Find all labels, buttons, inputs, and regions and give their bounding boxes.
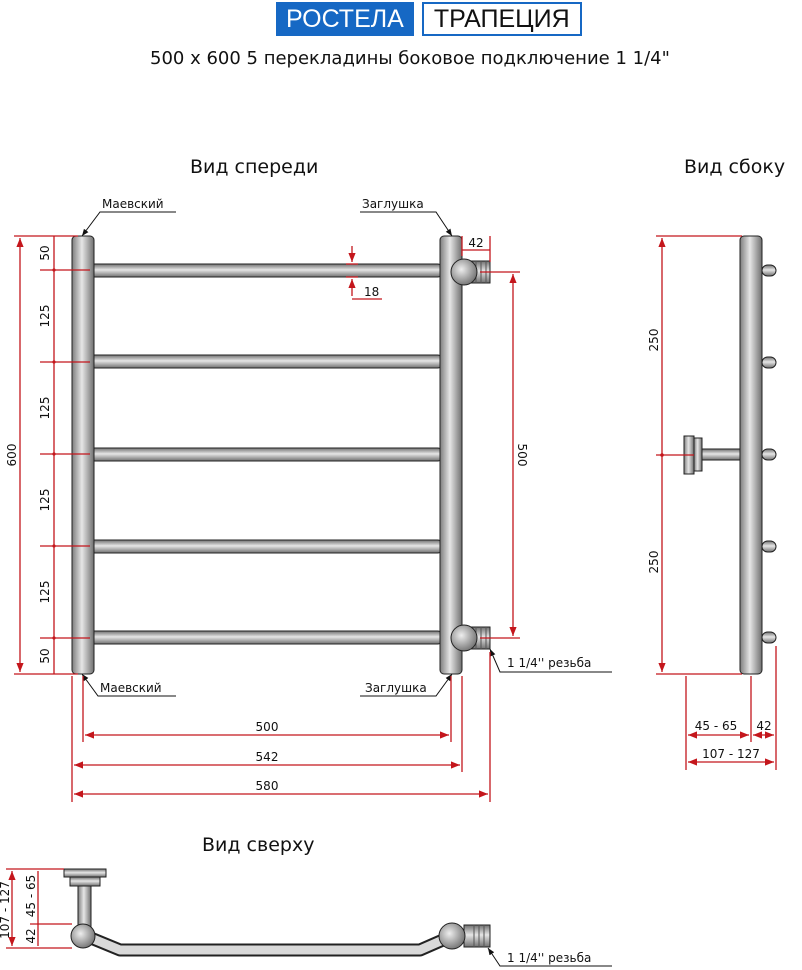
dim-outer-width: 542: [256, 750, 279, 764]
maevsky-bottom-label: Маевский: [100, 681, 162, 695]
dim-spacing-1: 125: [38, 305, 52, 328]
dim-spacing-4: 125: [38, 581, 52, 604]
dim-spacing-3: 125: [38, 489, 52, 512]
side-wall-bracket: [701, 448, 741, 461]
rung-1: [87, 263, 445, 278]
top-view-title: Вид сверху: [202, 834, 315, 856]
dim-top-outlet: 42: [24, 928, 38, 943]
top-left-cap: [70, 923, 96, 949]
dim-side-total: 107 - 127: [702, 747, 760, 761]
dim-outlet-length: 42: [468, 236, 483, 250]
dim-bottom-gap: 50: [38, 648, 52, 663]
maevsky-top-label: Маевский: [102, 197, 164, 211]
plug-bottom-label: Заглушка: [365, 681, 427, 695]
front-view-title: Вид спереди: [190, 156, 319, 178]
thread-top-label: 1 1/4'' резьба: [507, 951, 591, 965]
dim-side-upper: 250: [647, 329, 661, 352]
dim-side-lower: 250: [647, 551, 661, 574]
dim-center-vertical: 500: [515, 444, 529, 467]
dim-total-width: 580: [256, 779, 279, 793]
top-view: 1 1/4'' резьба 107 - 127 45 - 65 42: [0, 868, 612, 967]
brand-header: РОСТЕЛА ТРАПЕЦИЯ: [276, 2, 582, 36]
right-vertical-pipe: [439, 235, 463, 675]
dim-side-outlet: 42: [756, 719, 771, 733]
side-view-title: Вид сбоку: [684, 156, 786, 178]
plug-top-label: Заглушка: [362, 197, 424, 211]
side-vertical-pipe: [739, 235, 763, 675]
rung-2: [87, 354, 445, 369]
dim-top-gap: 50: [38, 245, 52, 260]
rung-4: [87, 539, 445, 554]
dim-top-total: 107 - 127: [0, 881, 12, 939]
front-view: Маевский Заглушка Маевский Заглушка 1 1/…: [5, 197, 612, 802]
product-subtitle: 500 x 600 5 перекладины боковое подключе…: [150, 48, 670, 69]
rung-5: [87, 630, 445, 645]
dim-side-wall: 45 - 65: [695, 719, 738, 733]
dim-center-horizontal: 500: [256, 720, 279, 734]
dim-tube-diameter: 18: [364, 285, 379, 299]
rung-3: [87, 447, 445, 462]
brand-name: РОСТЕЛА: [276, 2, 414, 36]
model-name: ТРАПЕЦИЯ: [421, 2, 582, 36]
top-outlet: [450, 258, 491, 286]
dim-top-wall: 45 - 65: [24, 875, 38, 918]
dim-spacing-2: 125: [38, 397, 52, 420]
left-vertical-pipe: [71, 235, 95, 675]
side-view: 250 250 45 - 65 42 107 - 127: [647, 235, 777, 770]
dim-total-height: 600: [5, 444, 19, 467]
top-right-cap: [438, 922, 466, 950]
thread-front-label: 1 1/4'' резьба: [507, 656, 591, 670]
